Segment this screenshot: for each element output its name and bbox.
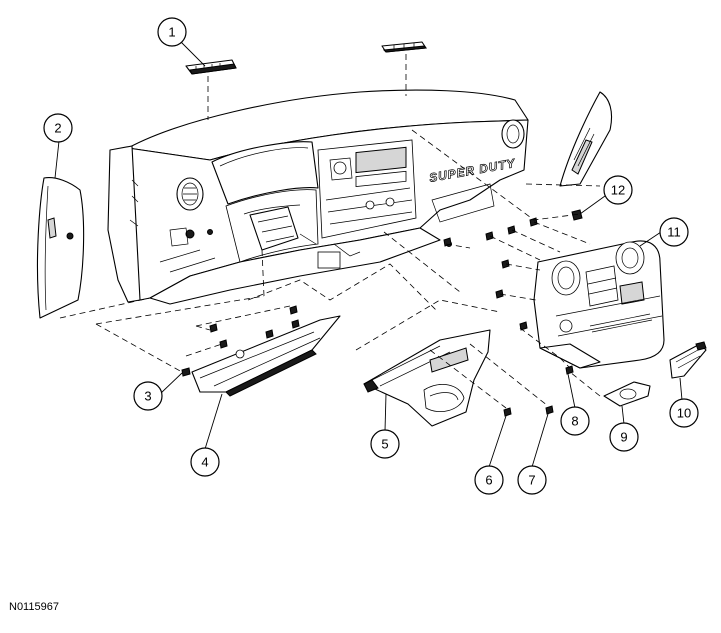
callout-2-label: 2 bbox=[54, 121, 61, 136]
part-9-trim-piece bbox=[603, 381, 651, 407]
center-defroster-grille bbox=[381, 41, 428, 53]
callout-7-label: 7 bbox=[528, 473, 535, 488]
callout-2: 2 bbox=[43, 113, 73, 143]
callout-5-label: 5 bbox=[381, 437, 388, 452]
part-2-left-end-panel bbox=[36, 177, 85, 319]
part-1-defroster-grille bbox=[185, 59, 237, 75]
callout-7: 7 bbox=[517, 465, 547, 495]
part-10-switch-bezel bbox=[669, 341, 707, 379]
callout-1: 1 bbox=[157, 17, 187, 47]
callout-11: 11 bbox=[659, 217, 689, 247]
callout-9-label: 9 bbox=[620, 430, 627, 445]
instrument-panel: SUPER DUTY bbox=[107, 89, 529, 305]
callout-3-label: 3 bbox=[144, 389, 151, 404]
callout-9: 9 bbox=[609, 422, 639, 452]
callout-10: 10 bbox=[669, 398, 699, 428]
callout-10-label: 10 bbox=[677, 406, 691, 421]
part-5-lower-console-panel bbox=[363, 329, 491, 427]
callout-8: 8 bbox=[560, 406, 590, 436]
callout-12-label: 12 bbox=[611, 183, 625, 198]
callout-1-label: 1 bbox=[168, 25, 175, 40]
callout-5: 5 bbox=[370, 429, 400, 459]
callout-4: 4 bbox=[190, 447, 220, 477]
callout-6: 6 bbox=[474, 465, 504, 495]
callout-11-label: 11 bbox=[667, 225, 681, 240]
part-4-left-lower-panel bbox=[191, 315, 341, 397]
right-end-panel bbox=[559, 91, 613, 187]
part-12-clip bbox=[571, 209, 583, 221]
left-air-vent bbox=[176, 177, 204, 211]
callout-12: 12 bbox=[603, 175, 633, 205]
assembly-lines bbox=[59, 54, 601, 409]
callout-6-label: 6 bbox=[485, 473, 492, 488]
figure-id: N0115967 bbox=[9, 601, 59, 613]
callout-3: 3 bbox=[133, 381, 163, 411]
callout-4-label: 4 bbox=[201, 455, 208, 470]
leader-lines bbox=[54, 40, 683, 468]
right-air-vent bbox=[501, 119, 525, 149]
callout-8-label: 8 bbox=[571, 414, 578, 429]
part-11-center-bezel bbox=[533, 240, 665, 369]
